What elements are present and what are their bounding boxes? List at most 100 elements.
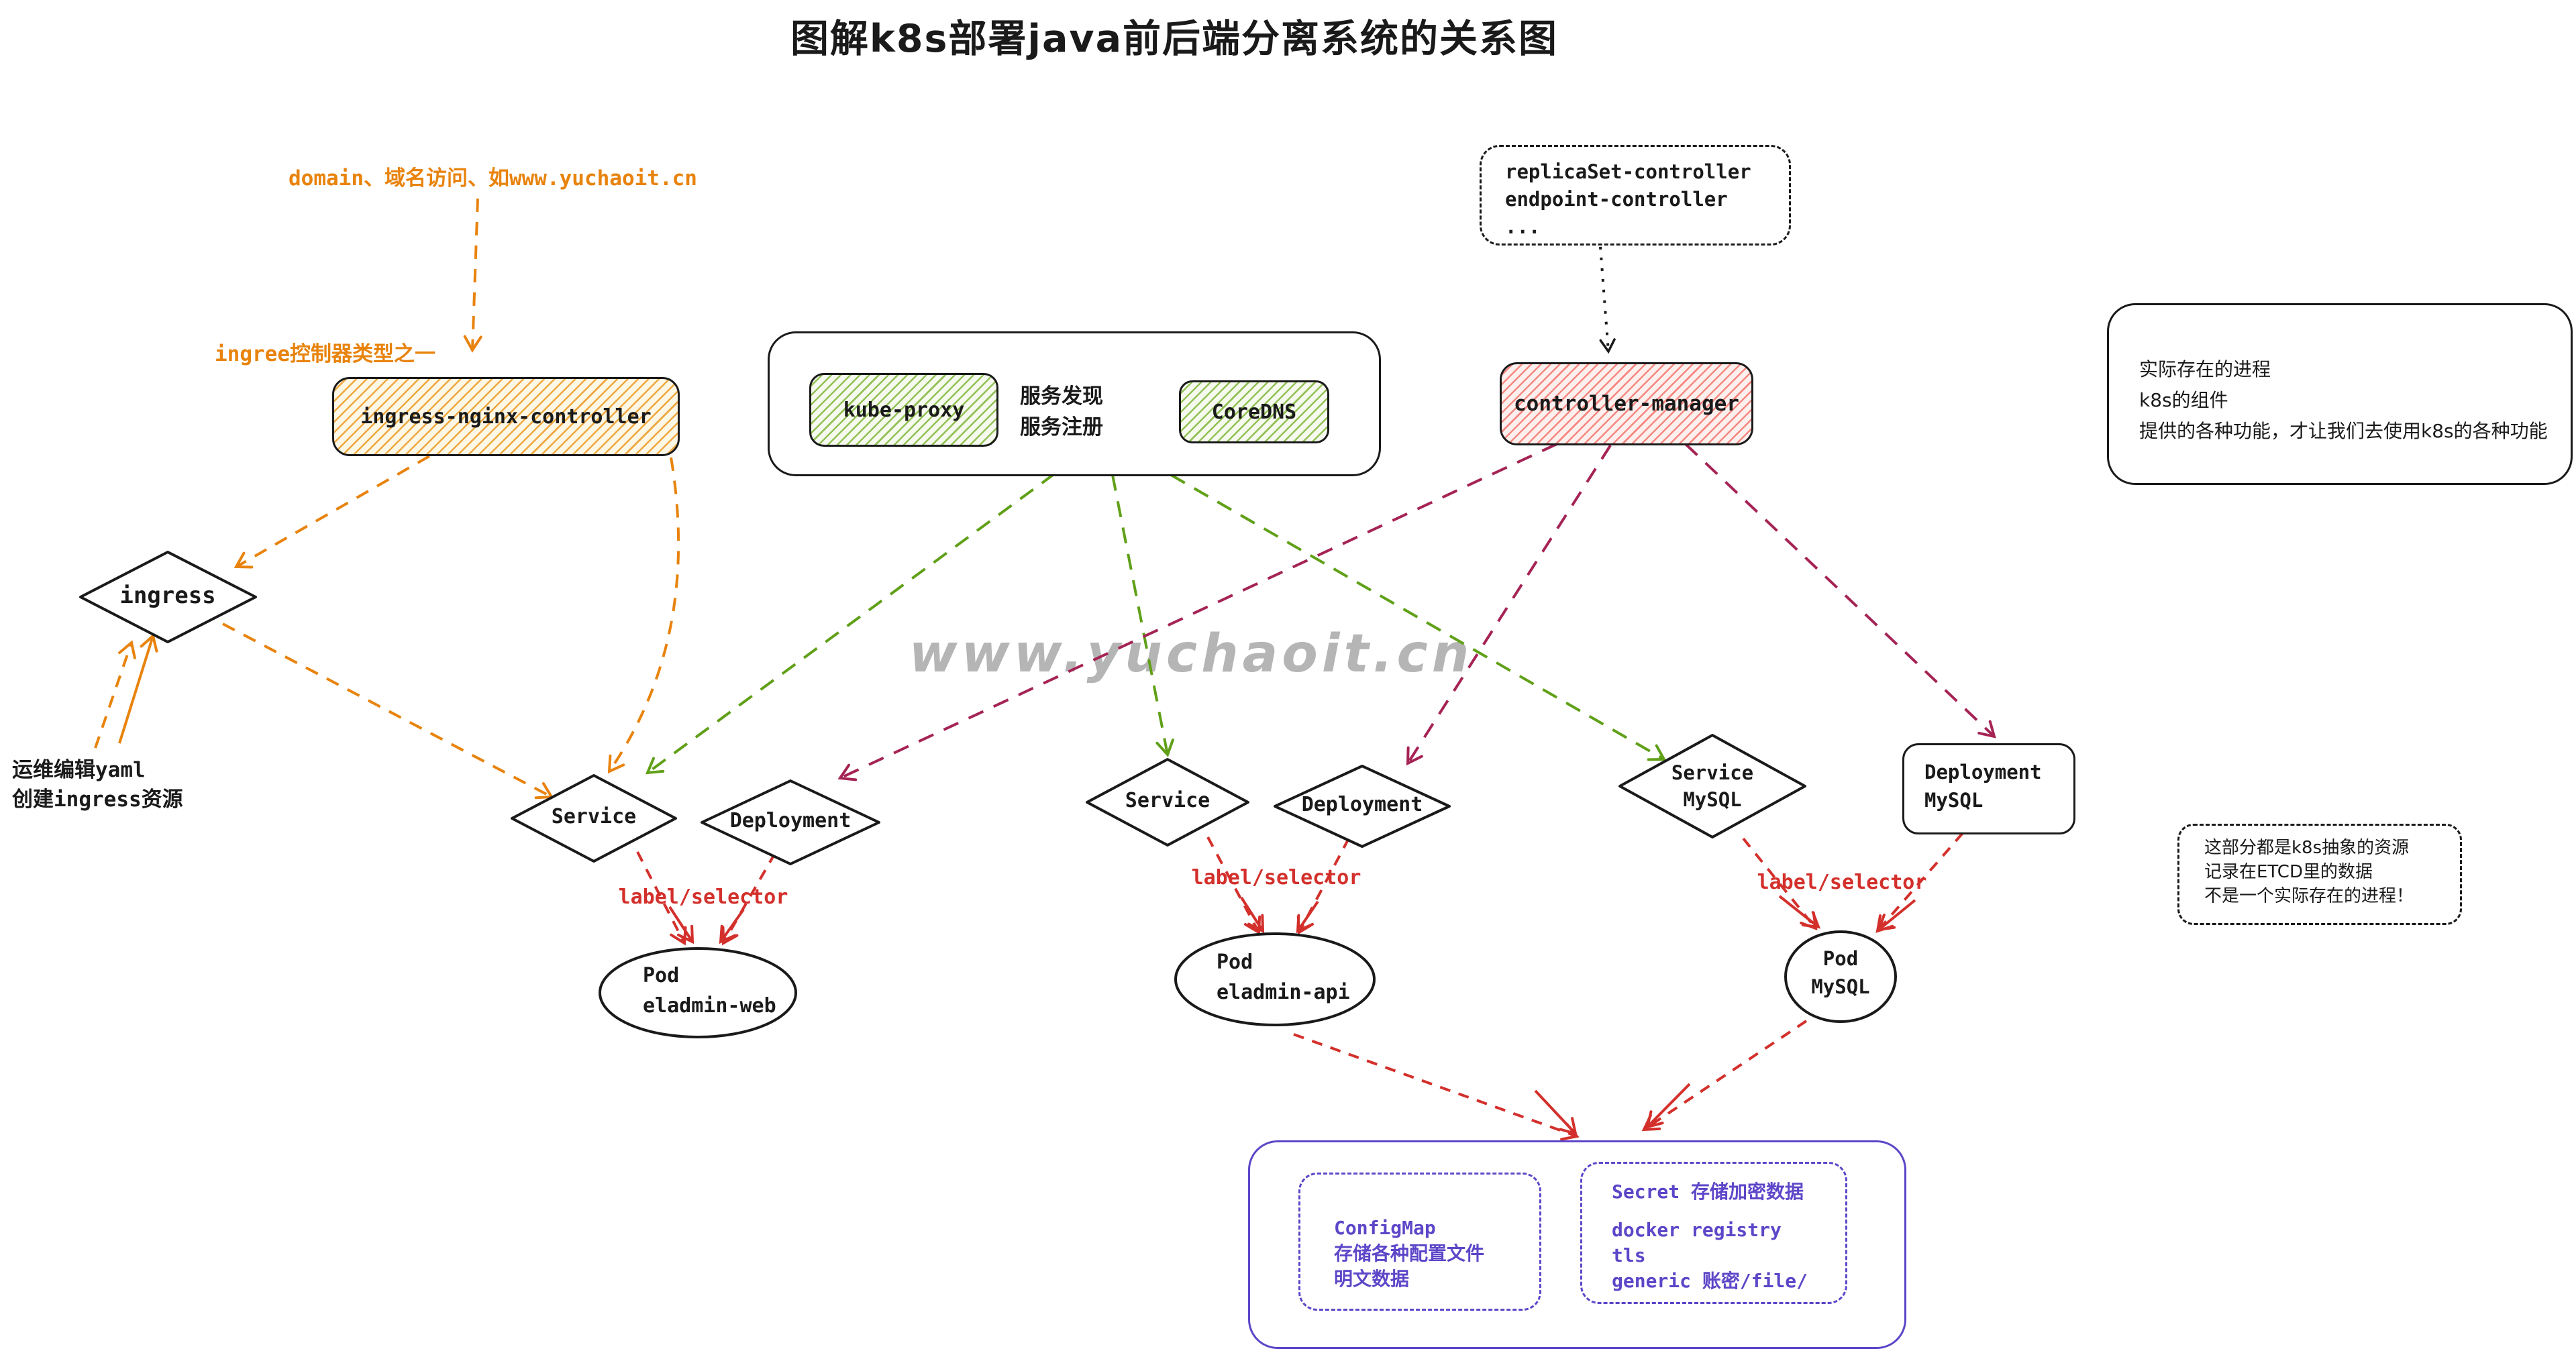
configmap-text: ConfigMap 存储各种配置文件 明文数据 <box>1334 1215 1484 1292</box>
label-selector-api: label/selector <box>1191 866 1361 889</box>
ingress-type-note: ingree控制器类型之一 <box>215 342 435 366</box>
label-selector-mysql: label/selector <box>1757 871 1927 894</box>
arrow-accent-pod-mysql-1 <box>1778 895 1821 929</box>
pod-api-line1: Pod <box>1217 951 1253 974</box>
ops-note: 运维编辑yaml 创建ingress资源 <box>12 755 183 814</box>
real-process-note-box <box>2107 303 2573 485</box>
service-web-diamond-shape <box>511 774 677 863</box>
deployment-mysql-line1: Deployment <box>1924 761 2042 783</box>
configmap-line3: 明文数据 <box>1334 1268 1410 1290</box>
ingress-diamond-shape <box>79 551 257 643</box>
kube-proxy-node: kube-proxy <box>809 373 998 447</box>
service-discovery-line2: 服务注册 <box>1020 415 1103 439</box>
controller-manager-label: controller-manager <box>1514 392 1739 416</box>
arrow-controller-manager-to-deployment-mysql <box>1684 443 1996 739</box>
pod-web-line1: Pod <box>643 964 680 987</box>
secret-item1: docker registry <box>1612 1219 1782 1241</box>
arrow-controller-manager-to-deployment-web <box>837 443 1557 781</box>
pod-web-label: Pod eladmin-web <box>643 961 776 1021</box>
etcd-note-box <box>2177 824 2462 925</box>
arrow-ingress-to-service-web <box>222 622 554 800</box>
arrow-ingress-controller-to-ingress <box>234 455 430 569</box>
pod-api-line2: eladmin-api <box>1217 981 1350 1004</box>
real-process-line2: k8s的组件 <box>2139 389 2228 411</box>
deployment-mysql-node <box>1902 743 2075 834</box>
ingress-label: ingress <box>119 582 216 609</box>
deployment-api-diamond-shape <box>1274 765 1451 848</box>
pod-web-ellipse-shape <box>599 947 797 1038</box>
page-title: 图解k8s部署java前后端分离系统的关系图 <box>790 17 1559 61</box>
arrow-accent-storage-2 <box>1645 1083 1691 1129</box>
pod-mysql-line2: MySQL <box>1811 975 1870 998</box>
secret-item2: tls <box>1612 1244 1646 1266</box>
pod-web-line2: eladmin-web <box>643 994 776 1018</box>
etcd-note-text: 这部分都是k8s抽象的资源 记录在ETCD里的数据 不是一个实际存在的进程！ <box>2204 836 2414 908</box>
configmap-line2: 存储各种配置文件 <box>1334 1242 1485 1264</box>
storage-group-box <box>1248 1140 1906 1349</box>
deployment-web-label: Deployment <box>729 809 852 832</box>
deployment-api-label: Deployment <box>1301 793 1423 816</box>
service-mysql-line1: Service <box>1671 761 1754 784</box>
service-mysql-diamond-shape <box>1618 734 1806 838</box>
arrow-kubeproxy-to-service-mysql <box>1170 474 1667 761</box>
configmap-box <box>1298 1173 1541 1311</box>
arrow-ops-note-to-ingress-solid <box>118 633 158 744</box>
ingress-nginx-controller-node: ingress-nginx-controller <box>332 377 680 456</box>
replicaset-line3: ... <box>1505 215 1541 238</box>
arrow-accent-pod-api-1 <box>1240 896 1265 934</box>
coredns-node: CoreDNS <box>1179 380 1329 443</box>
arrow-accent-pod-mysql-2 <box>1876 899 1916 932</box>
service-discovery-note: 服务发现 服务注册 <box>1020 381 1103 443</box>
etcd-line3: 不是一个实际存在的进程！ <box>2204 886 2414 906</box>
service-web-label: Service <box>551 805 637 828</box>
controller-manager-node: controller-manager <box>1500 362 1753 445</box>
pod-mysql-line1: Pod <box>1822 947 1859 970</box>
service-api-label: Service <box>1125 789 1210 812</box>
replicaset-controllers-text: replicaSet-controller endpoint-controlle… <box>1505 158 1751 241</box>
deployment-mysql-label: Deployment MySQL <box>1924 758 2042 814</box>
replicaset-line1: replicaSet-controller <box>1505 160 1751 183</box>
arrow-pod-mysql-to-storage <box>1641 1020 1808 1132</box>
arrow-kubeproxy-to-service-api <box>1111 474 1174 757</box>
deployment-mysql-line2: MySQL <box>1924 789 1983 812</box>
arrow-pod-api-to-storage <box>1293 1033 1580 1141</box>
service-mysql-label: Service MySQL <box>1645 759 1780 813</box>
real-process-note-text: 实际存在的进程 k8s的组件 提供的各种功能，才让我们去使用k8s的各种功能 <box>2139 354 2548 447</box>
arrow-accent-pod-web-2 <box>719 908 745 944</box>
domain-note: domain、域名访问、如www.yuchaoit.cn <box>289 166 697 191</box>
real-process-line3: 提供的各种功能，才让我们去使用k8s的各种功能 <box>2139 420 2548 442</box>
replicaset-line2: endpoint-controller <box>1505 188 1728 211</box>
service-discovery-line1: 服务发现 <box>1020 384 1103 409</box>
secret-box <box>1580 1162 1847 1304</box>
secret-title: Secret 存储加密数据 <box>1612 1181 1804 1203</box>
etcd-line1: 这部分都是k8s抽象的资源 <box>2204 838 2410 858</box>
arrow-domain-to-ingress-controller <box>463 198 482 353</box>
deployment-web-diamond-shape <box>701 779 880 865</box>
pod-mysql-ellipse-shape <box>1784 930 1897 1023</box>
arrow-accent-pod-api-2 <box>1296 900 1319 934</box>
arrow-controller-manager-to-deployment-api <box>1406 444 1612 766</box>
pod-mysql-label: Pod MySQL <box>1794 944 1888 1001</box>
arrow-service-web-to-pod-web <box>636 851 687 946</box>
service-api-diamond-shape <box>1086 758 1249 847</box>
arrow-ingress-controller-to-service-web <box>607 457 680 774</box>
secret-item3: generic 账密/file/ <box>1612 1270 1808 1292</box>
pod-api-label: Pod eladmin-api <box>1217 947 1350 1008</box>
replicaset-controllers-box <box>1480 145 1791 246</box>
watermark-text: www.yuchaoit.cn <box>909 624 1474 684</box>
pod-api-ellipse-shape <box>1174 932 1376 1026</box>
ops-note-line1: 运维编辑yaml <box>12 758 146 782</box>
arrow-ops-note-to-ingress-dashed <box>94 640 136 749</box>
coredns-label: CoreDNS <box>1211 400 1297 424</box>
configmap-line1: ConfigMap <box>1334 1217 1436 1239</box>
label-selector-web: label/selector <box>618 885 788 909</box>
arrow-accent-pod-web-1 <box>668 906 694 944</box>
ops-note-line2: 创建ingress资源 <box>12 788 183 812</box>
arrow-replicaset-to-controller-manager <box>1599 246 1616 354</box>
real-process-line1: 实际存在的进程 <box>2139 358 2271 380</box>
service-mysql-line2: MySQL <box>1683 788 1742 811</box>
secret-items: docker registry tls generic 账密/file/ <box>1612 1217 1808 1294</box>
etcd-line2: 记录在ETCD里的数据 <box>2204 862 2373 882</box>
